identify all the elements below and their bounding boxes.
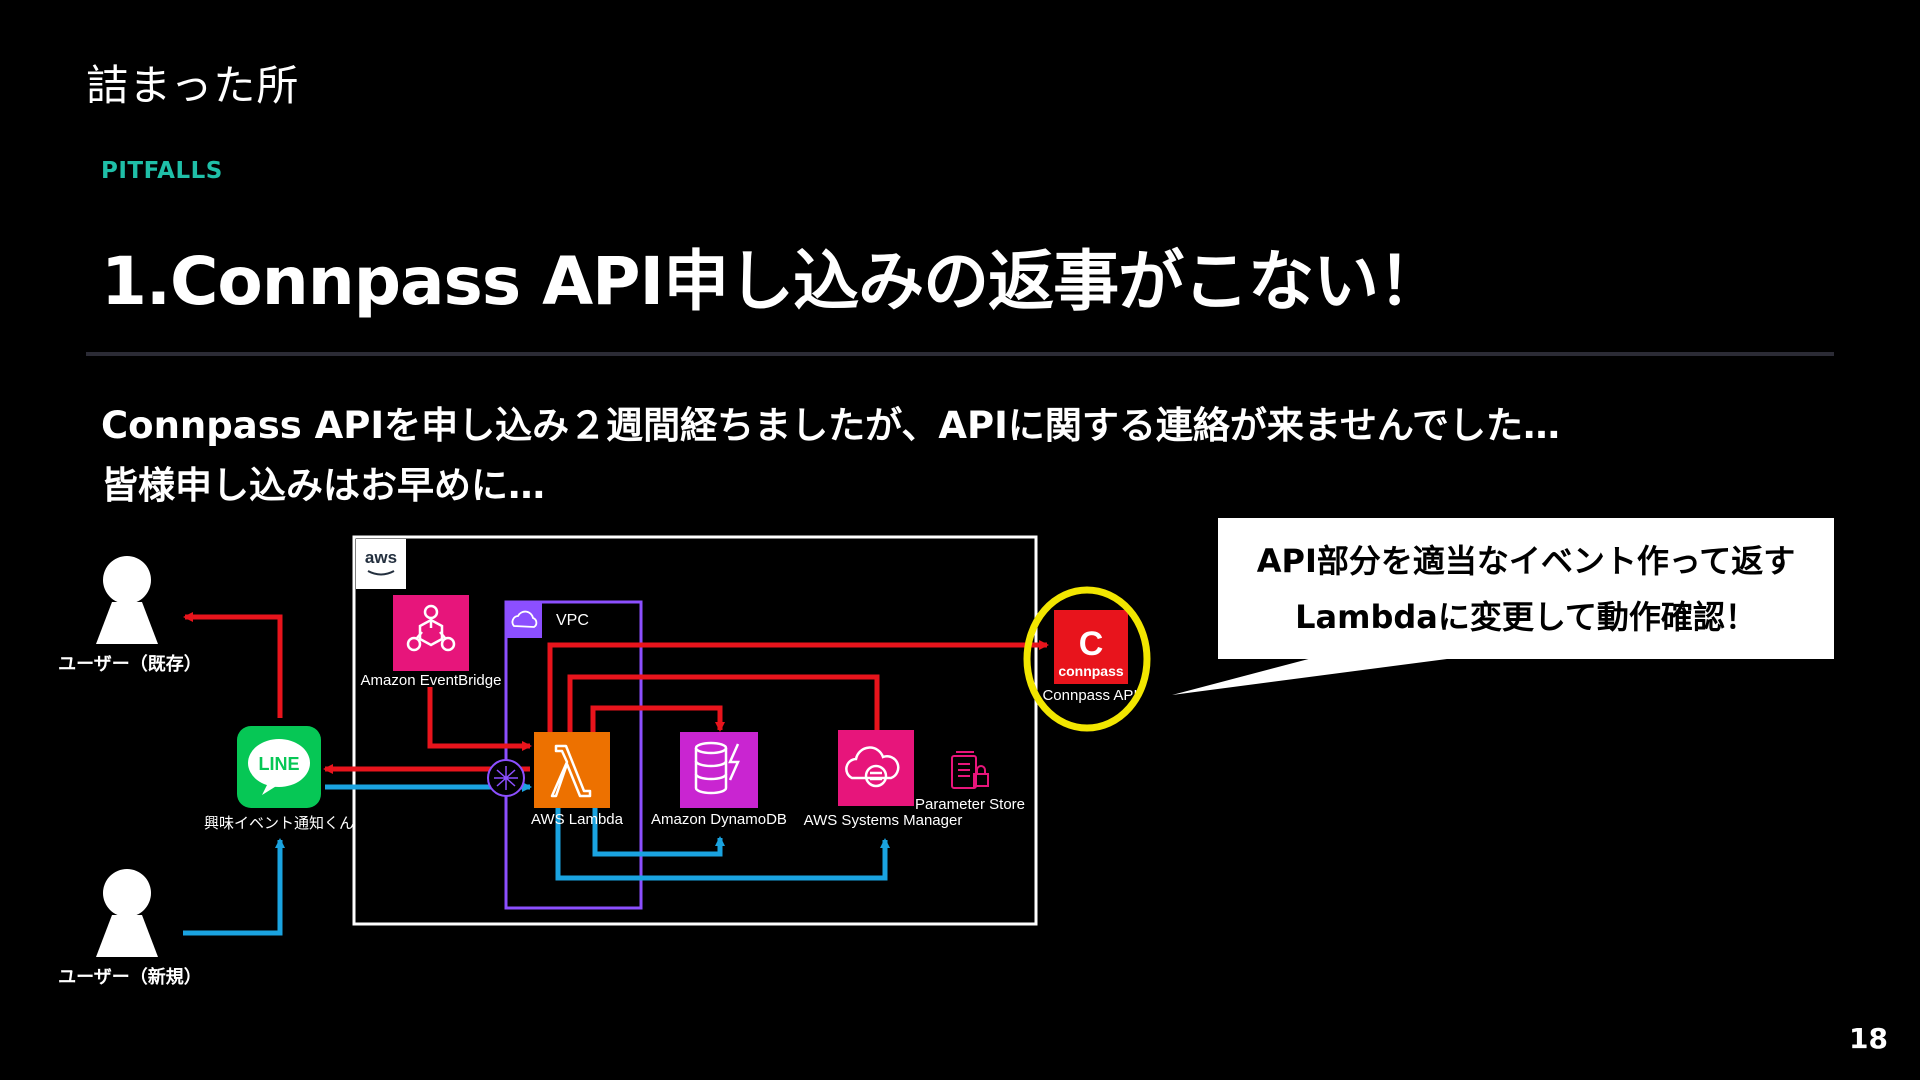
- svg-text:aws: aws: [365, 548, 397, 567]
- user-existing-icon: [96, 556, 158, 644]
- red-flow-lines: [183, 612, 1049, 774]
- eventbridge-icon: [393, 595, 469, 671]
- user-new-label: ユーザー（新規）: [58, 966, 202, 987]
- vpc-cloud-icon: [506, 602, 542, 638]
- lambda-icon: [534, 732, 610, 808]
- callout-line-1: API部分を適当なイベント作って返す: [1256, 542, 1796, 580]
- svg-text:C: C: [1079, 625, 1104, 663]
- kicker-label: PITFALLS: [101, 158, 223, 184]
- systems-manager-icon: [838, 730, 914, 806]
- callout-line-2: Lambdaに変更して動作確認！: [1295, 598, 1757, 636]
- aws-cloud-boundary: [352, 535, 1038, 926]
- connpass-api-label: Connpass API: [1042, 687, 1137, 704]
- callout-tail: [1172, 656, 1470, 695]
- aws-logo-icon: aws: [356, 539, 406, 589]
- user-new-icon: [96, 869, 158, 957]
- highlight-circle: [1023, 586, 1151, 732]
- line-bot-label: 興味イベント通知くん: [204, 815, 354, 832]
- slide-headline: 1.Connpass API申し込みの返事がこない！: [101, 243, 1444, 320]
- blue-flow-lines: [183, 782, 890, 936]
- svg-text:LINE: LINE: [258, 754, 299, 774]
- footer-bar: [0, 996, 1920, 1080]
- vpc-boundary: [504, 600, 643, 910]
- systems-manager-label: AWS Systems Manager: [804, 812, 963, 829]
- parameter-store-label: Parameter Store: [915, 796, 1025, 813]
- vpc-label: VPC: [556, 612, 589, 629]
- page-number: 18: [1849, 1022, 1888, 1055]
- callout-box: API部分を適当なイベント作って返す Lambdaに変更して動作確認！: [1218, 518, 1834, 659]
- body-text-line-2: 皆様申し込みはお早めに…: [101, 464, 545, 507]
- body-text-line-1: Connpass APIを申し込み２週間経ちましたが、APIに関する連絡が来ませ…: [101, 404, 1560, 447]
- vpc-endpoint-icon: [487, 759, 525, 797]
- slide: 詰まった所 PITFALLS 1.Connpass API申し込みの返事がこない…: [58, 61, 1834, 987]
- parameter-store-icon: [951, 751, 989, 789]
- section-title: 詰まった所: [86, 61, 300, 110]
- svg-text:connpass: connpass: [1058, 663, 1124, 679]
- connpass-logo-icon: C connpass: [1054, 610, 1128, 684]
- divider: [86, 352, 1834, 356]
- lambda-label: AWS Lambda: [531, 811, 624, 828]
- dynamodb-icon: [680, 732, 758, 808]
- user-existing-label: ユーザー（既存）: [58, 653, 202, 674]
- dynamodb-label: Amazon DynamoDB: [651, 811, 787, 828]
- eventbridge-label: Amazon EventBridge: [361, 672, 502, 689]
- line-app-icon: LINE: [237, 726, 321, 808]
